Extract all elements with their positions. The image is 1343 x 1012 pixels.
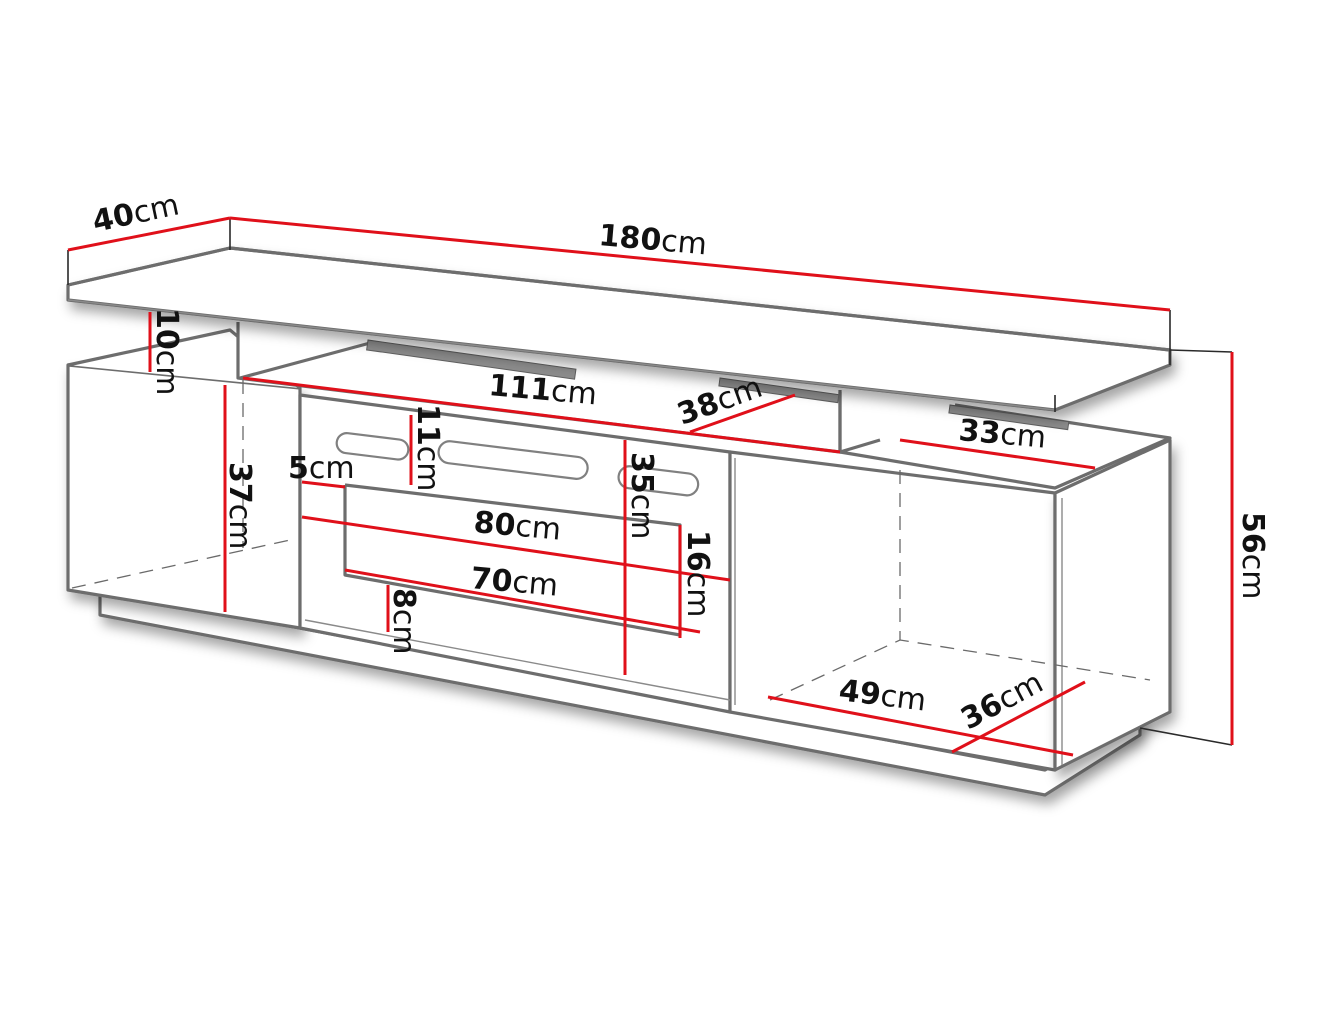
handle-left	[335, 432, 410, 461]
label-top-depth: 40cm	[89, 187, 182, 239]
handle-right	[617, 465, 700, 497]
label-top-width: 180cm	[597, 218, 708, 262]
label-drawer-upper-height: 11cm	[410, 404, 445, 491]
label-front-width: 80cm	[472, 505, 562, 547]
label-total-height: 56cm	[1235, 512, 1270, 599]
label-shelf-width: 111cm	[487, 368, 598, 412]
label-left-cabinet-height: 37cm	[222, 462, 257, 549]
drawer	[304, 432, 731, 701]
handle-center	[437, 440, 589, 480]
label-plinth-height: 8cm	[386, 588, 421, 655]
extension-lines	[67, 218, 1233, 746]
label-drawer-inset: 5cm	[288, 451, 355, 486]
dimension-lines	[67, 216, 1234, 757]
dimension-labels: 40cm 180cm 10cm 111cm 38cm 33cm 56cm 37c…	[89, 187, 1270, 737]
label-top-gap-height: 10cm	[149, 308, 184, 395]
label-niche-width: 49cm	[837, 673, 928, 718]
label-right-top-depth: 33cm	[957, 413, 1047, 455]
hidden-lines	[71, 380, 1151, 701]
label-drawer-width: 70cm	[469, 561, 559, 603]
label-front-height: 35cm	[624, 452, 659, 539]
upper-shelf-area	[236, 322, 1070, 454]
label-drawer-height: 16cm	[680, 530, 715, 617]
